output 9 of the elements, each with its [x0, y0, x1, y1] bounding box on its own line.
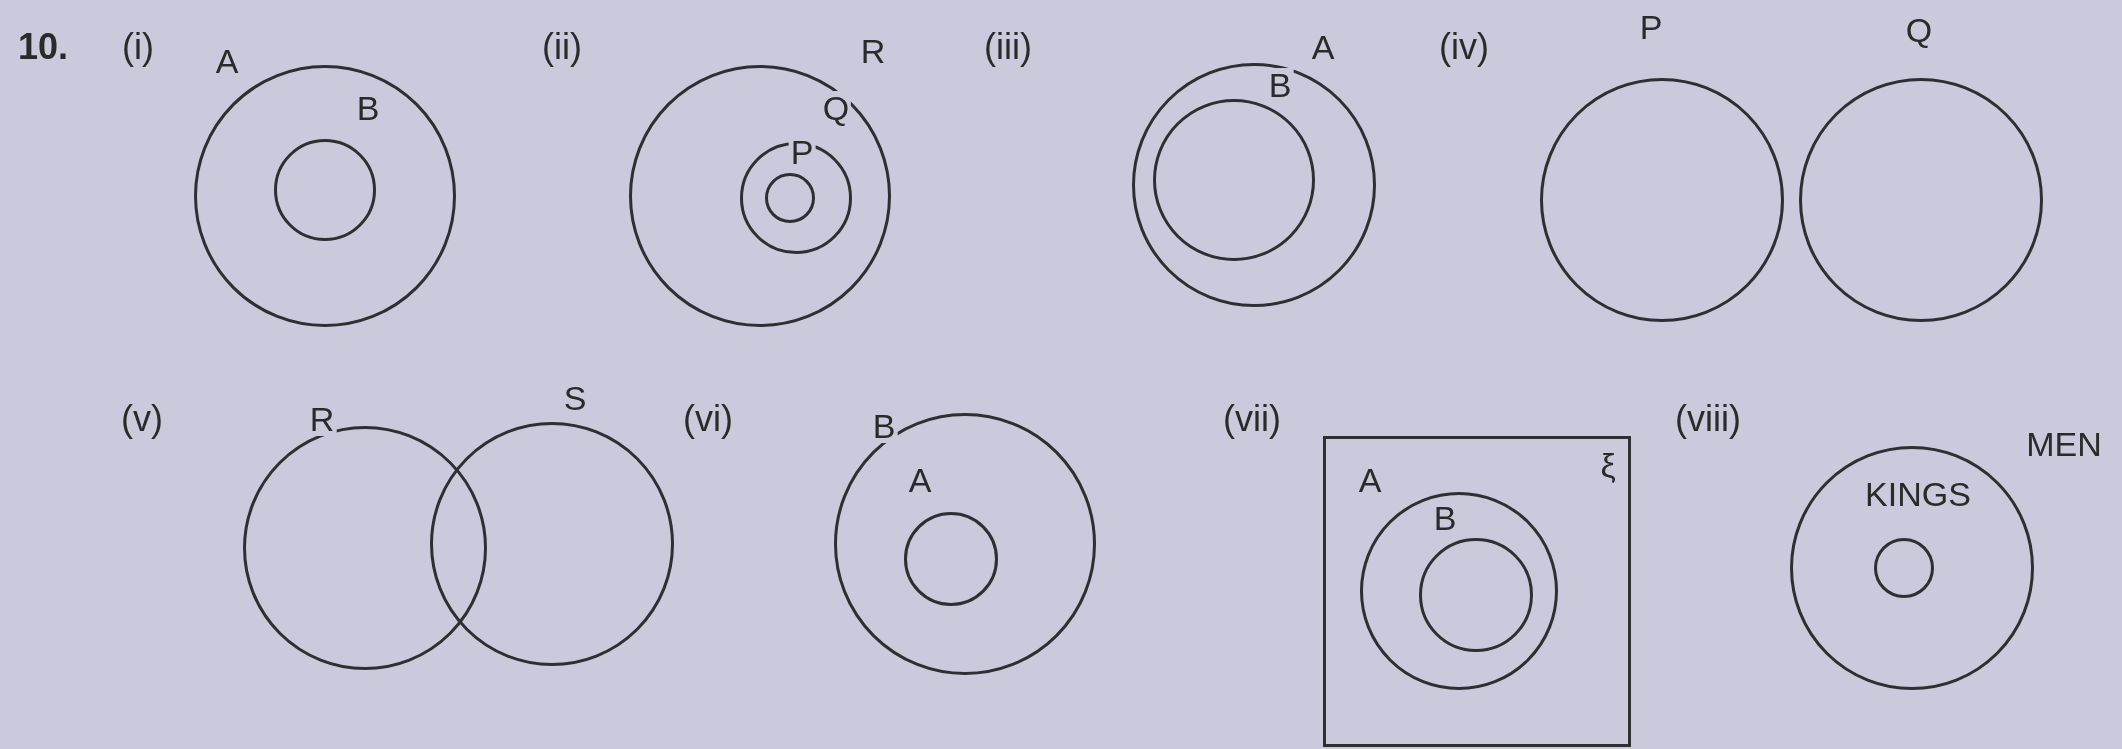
part-label: (i) — [122, 29, 154, 65]
part-label: (ii) — [542, 29, 582, 65]
part-label: (iii) — [984, 29, 1032, 65]
part-label: (iv) — [1439, 29, 1489, 65]
part-label: (viii) — [1675, 401, 1741, 437]
question-number: 10. — [18, 29, 68, 65]
part-label: (vii) — [1223, 401, 1281, 437]
part-label: (v) — [121, 401, 163, 437]
part-label: (vi) — [683, 401, 733, 437]
